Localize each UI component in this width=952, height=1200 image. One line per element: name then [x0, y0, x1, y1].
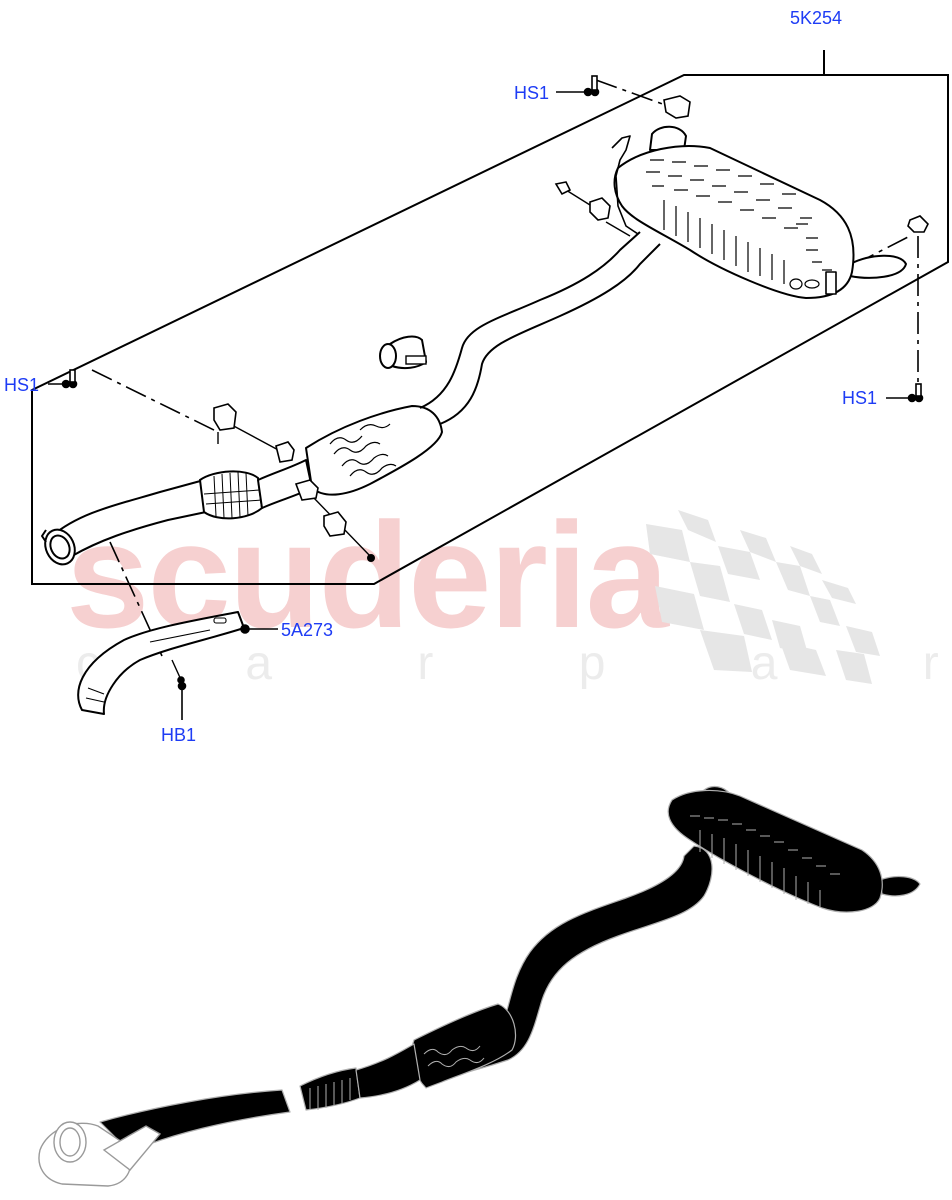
rear-muffler — [611, 125, 907, 299]
callout-5a273[interactable]: 5A273 — [281, 620, 334, 640]
callout-hb1[interactable]: HB1 — [161, 725, 197, 745]
catalytic-converter — [198, 470, 264, 520]
heat-shield — [77, 611, 245, 715]
assembly-boundary — [31, 50, 949, 585]
centre-silencer — [257, 405, 443, 509]
callout-leaders — [48, 75, 924, 720]
front-pipe — [41, 479, 207, 566]
callout-hs1-right[interactable]: HS1 — [842, 388, 878, 408]
bolt-heads — [367, 554, 375, 562]
pipe-clamp — [379, 335, 428, 370]
hangers — [213, 95, 929, 537]
callout-hs1-left[interactable]: HS1 — [4, 375, 40, 395]
callout-hs1-top[interactable]: HS1 — [514, 83, 550, 103]
intermediate-pipe — [419, 231, 661, 425]
callout-5k254[interactable]: 5K254 — [790, 8, 843, 28]
